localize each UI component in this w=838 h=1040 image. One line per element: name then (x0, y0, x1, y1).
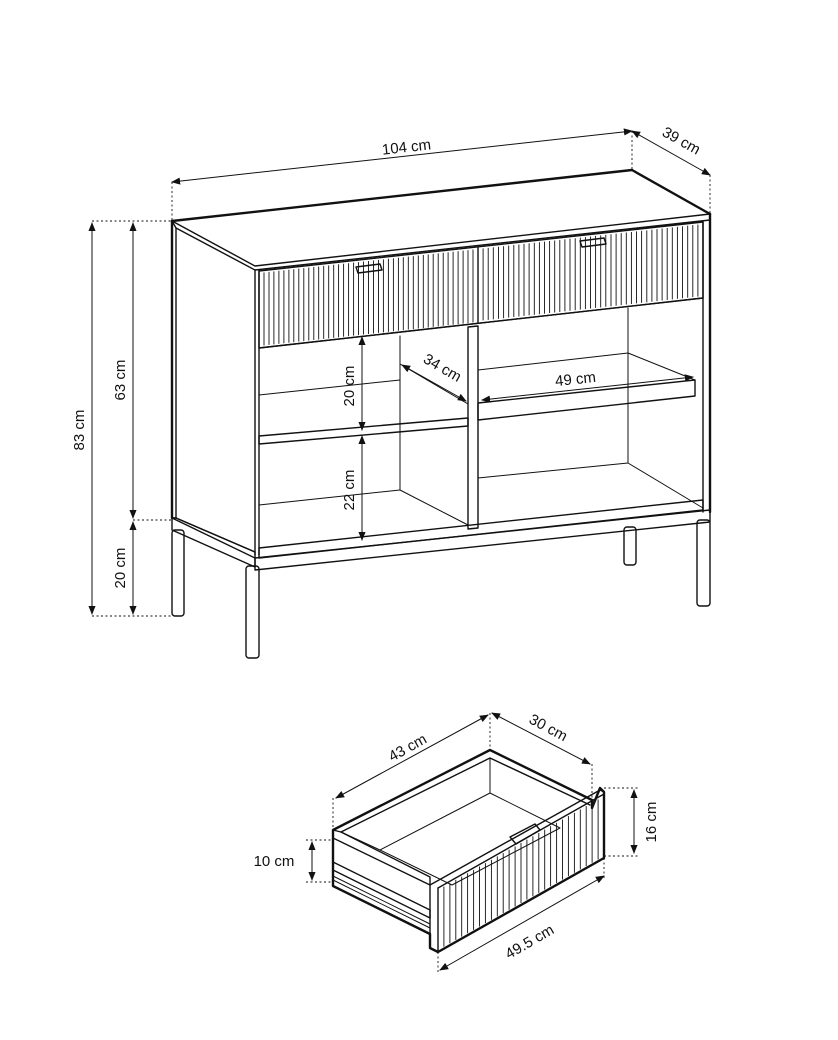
drawer-front-ribs-right (482, 224, 699, 321)
dim-depth: 39 cm (659, 124, 703, 159)
dim-shelf-depth: 34 cm (420, 351, 464, 386)
dim-total-height: 83 cm (71, 410, 88, 451)
dim-drawer-inner-depth: 30 cm (526, 711, 570, 745)
dim-drawer-inner-width: 43 cm (386, 731, 430, 766)
dim-lower-compartment: 22 cm (341, 470, 358, 511)
dim-shelf-width: 49 cm (554, 369, 596, 390)
sideboard-drawing (170, 168, 712, 659)
drawer-front-ribs (443, 799, 599, 947)
dim-leg-height: 20 cm (112, 548, 129, 589)
dim-upper-compartment: 20 cm (341, 366, 358, 407)
sideboard-dimensions: 104 cm 39 cm 83 cm 63 cm 20 cm 20 cm 22 … (71, 124, 711, 617)
dim-width: 104 cm (381, 136, 432, 158)
dim-drawer-front-height: 16 cm (643, 802, 660, 843)
drawer-drawing (331, 748, 606, 954)
drawer-front-ribs-left (263, 249, 474, 346)
dim-drawer-front-width: 49.5 cm (502, 921, 557, 962)
dim-drawer-inner-height: 10 cm (254, 853, 295, 870)
drawer-dimensions: 43 cm 30 cm 10 cm 16 cm 49.5 cm (254, 711, 660, 972)
dim-body-height: 63 cm (112, 360, 129, 401)
